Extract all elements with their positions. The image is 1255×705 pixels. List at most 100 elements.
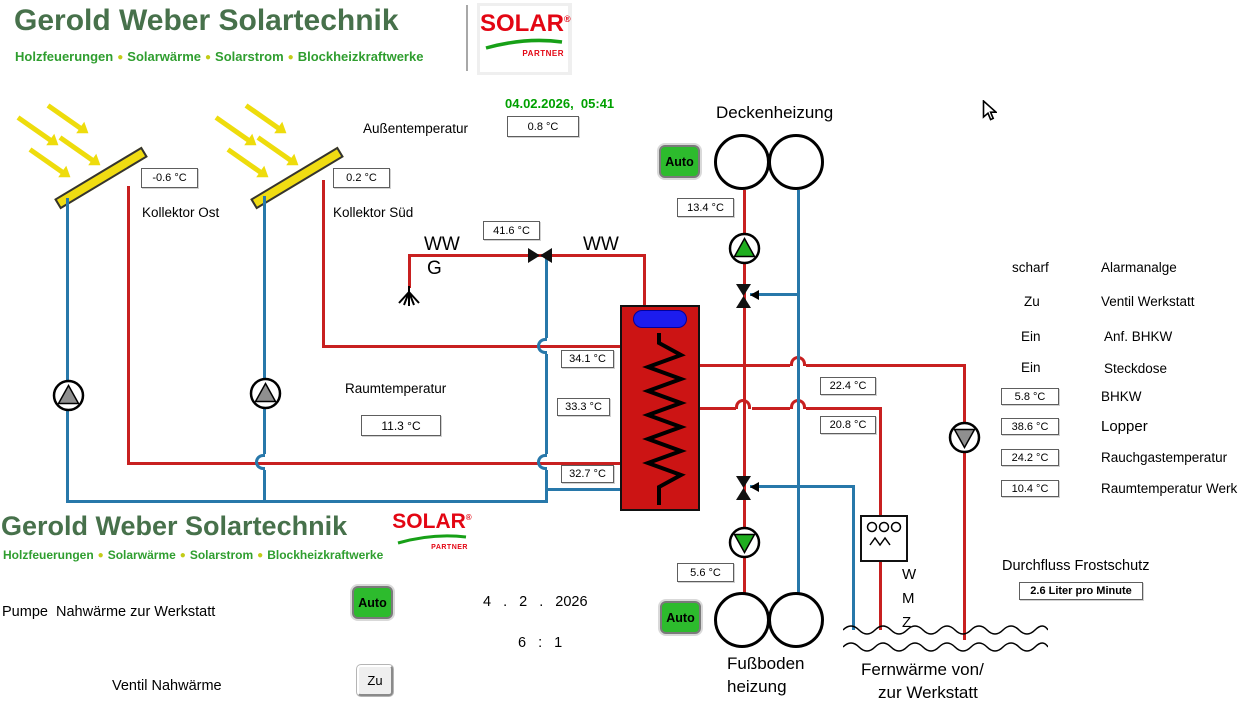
g-label: G <box>427 258 442 279</box>
pump-deckenheizung-icon <box>728 232 761 265</box>
ground-symbol-icon <box>398 286 420 306</box>
sun-ray-icon <box>256 135 293 163</box>
tank-temp-mid: 33.3 °C <box>557 398 610 416</box>
footer-date: 4 . 2 . 2026 <box>483 594 588 610</box>
wmz-letter: M <box>902 590 915 607</box>
company-subtitle-footer: Holzfeuerungen●Solarwärme●Solarstrom●Blo… <box>3 548 383 562</box>
sun-ray-icon <box>214 115 251 143</box>
sensor-value: 10.4 °C <box>1001 480 1059 497</box>
deckenheizung-temp: 13.4 °C <box>677 198 734 217</box>
sun-ray-icon <box>58 135 95 163</box>
subtitle-item: Holzfeuerungen <box>3 548 94 562</box>
solar-swoosh-icon <box>485 38 563 50</box>
subtitle-item: Holzfeuerungen <box>15 49 114 64</box>
room-temp-value: 11.3 °C <box>361 415 441 436</box>
flow-arrow-icon <box>750 290 759 300</box>
pipe-segment <box>408 254 411 288</box>
header-divider <box>466 5 468 71</box>
bullet-separator-icon: ● <box>287 52 294 63</box>
status-state: Ein <box>1021 360 1041 375</box>
ww-label-left: WW <box>424 234 460 255</box>
fussboden-label-2: heizung <box>727 677 787 696</box>
mouse-cursor-icon <box>982 100 997 121</box>
sun-ray-icon <box>46 103 83 131</box>
heat-exchanger-coil-icon <box>642 333 687 505</box>
flow-arrow-icon <box>750 482 759 492</box>
collector-sued-temp: 0.2 °C <box>333 168 390 188</box>
fussboden-auto-button[interactable]: Auto <box>660 601 701 634</box>
subtitle-item: Solarwärme <box>127 49 201 64</box>
status-label: Ventil Werkstatt <box>1101 294 1195 309</box>
tank-temp-bottom: 32.7 °C <box>561 465 614 483</box>
bullet-separator-icon: ● <box>179 550 186 561</box>
flow-temp-1: 22.4 °C <box>820 377 876 395</box>
wmz-letter: Z <box>902 614 912 631</box>
pipe-segment <box>127 186 130 465</box>
deckenheizung-label: Deckenheizung <box>716 103 834 122</box>
status-state: Ein <box>1021 329 1041 344</box>
pump-nahwaerme-auto-button[interactable]: Auto <box>352 586 393 619</box>
solar-logo-text: SOLAR® <box>392 510 472 533</box>
bullet-separator-icon: ● <box>257 550 264 561</box>
pipe-segment <box>66 198 69 503</box>
subtitle-item: Solarstrom <box>215 49 284 64</box>
subtitle-item: Blockheizkraftwerke <box>297 49 424 64</box>
ventil-nahwaerme-label: Ventil Nahwärme <box>112 678 222 694</box>
bullet-separator-icon: ● <box>117 52 124 63</box>
pipe-segment <box>752 407 790 410</box>
datetime-display: 04.02.2026, 05:41 <box>505 96 615 111</box>
subtitle-item: Blockheizkraftwerke <box>267 548 384 562</box>
outdoor-temp-value: 0.8 °C <box>507 116 579 137</box>
pump-fernwaerme-icon <box>948 421 981 454</box>
pipe-segment <box>806 407 882 410</box>
sensor-label: Raumtemperatur Werk <box>1101 481 1238 496</box>
sensor-value: 24.2 °C <box>1001 449 1059 466</box>
pipe-crossing-arc <box>537 338 547 354</box>
durchfluss-label: Durchfluss Frostschutz <box>1002 558 1150 574</box>
ww-label-right: WW <box>583 234 619 255</box>
fernwaerme-label-1: Fernwärme von/ <box>861 660 984 679</box>
sun-ray-icon <box>244 103 281 131</box>
boundary-waves-icon <box>843 625 1048 652</box>
fussboden-label-1: Fußboden <box>727 654 805 673</box>
status-label: Anf. BHKW <box>1104 329 1173 344</box>
wmz-letter: W <box>902 566 917 583</box>
status-label: Alarmanalge <box>1101 260 1177 275</box>
pipe-segment <box>545 354 548 454</box>
status-state: scharf <box>1012 260 1049 275</box>
pipe-segment <box>408 254 646 257</box>
solar-partner-logo-footer: SOLAR® PARTNER <box>392 506 472 566</box>
collector-ost-label: Kollektor Ost <box>142 205 220 220</box>
pipe-segment <box>545 258 548 338</box>
pipe-segment <box>963 364 966 640</box>
heat-meter <box>860 515 908 562</box>
sensor-value: 5.8 °C <box>1001 388 1059 405</box>
sensor-label: Rauchgastemperatur <box>1101 450 1228 465</box>
pipe-crossing-arc <box>735 399 751 409</box>
fussboden-circuit-icon <box>768 592 824 648</box>
deckenheizung-auto-button[interactable]: Auto <box>659 145 700 178</box>
collector-sued-label: Kollektor Süd <box>333 205 414 220</box>
pipe-segment <box>797 190 800 594</box>
bullet-separator-icon: ● <box>204 52 212 63</box>
pipe-segment <box>322 345 623 348</box>
company-title-footer: Gerold Weber Solartechnik <box>1 511 348 541</box>
sensor-label: Lopper <box>1101 418 1148 435</box>
sun-ray-icon <box>226 147 263 175</box>
pipe-segment <box>546 488 620 491</box>
tank-temp-top: 34.1 °C <box>561 350 614 368</box>
outdoor-temp-label: Außentemperatur <box>363 121 469 136</box>
pipe-segment <box>750 485 855 488</box>
solar-partner-text: PARTNER <box>431 544 468 551</box>
status-state: Zu <box>1024 294 1040 309</box>
bullet-separator-icon: ● <box>97 550 104 561</box>
heat-meter-dials-icon <box>866 521 902 547</box>
pump-collector-sued-icon <box>249 377 282 410</box>
ventil-nahwaerme-button[interactable]: Zu <box>357 665 393 696</box>
pipe-segment <box>643 254 646 308</box>
solar-logo-text: SOLAR® <box>480 10 571 37</box>
mixing-valve-icon <box>528 248 552 263</box>
deckenheizung-circuit-icon <box>768 134 824 190</box>
valve-fussboden-icon <box>736 476 751 500</box>
